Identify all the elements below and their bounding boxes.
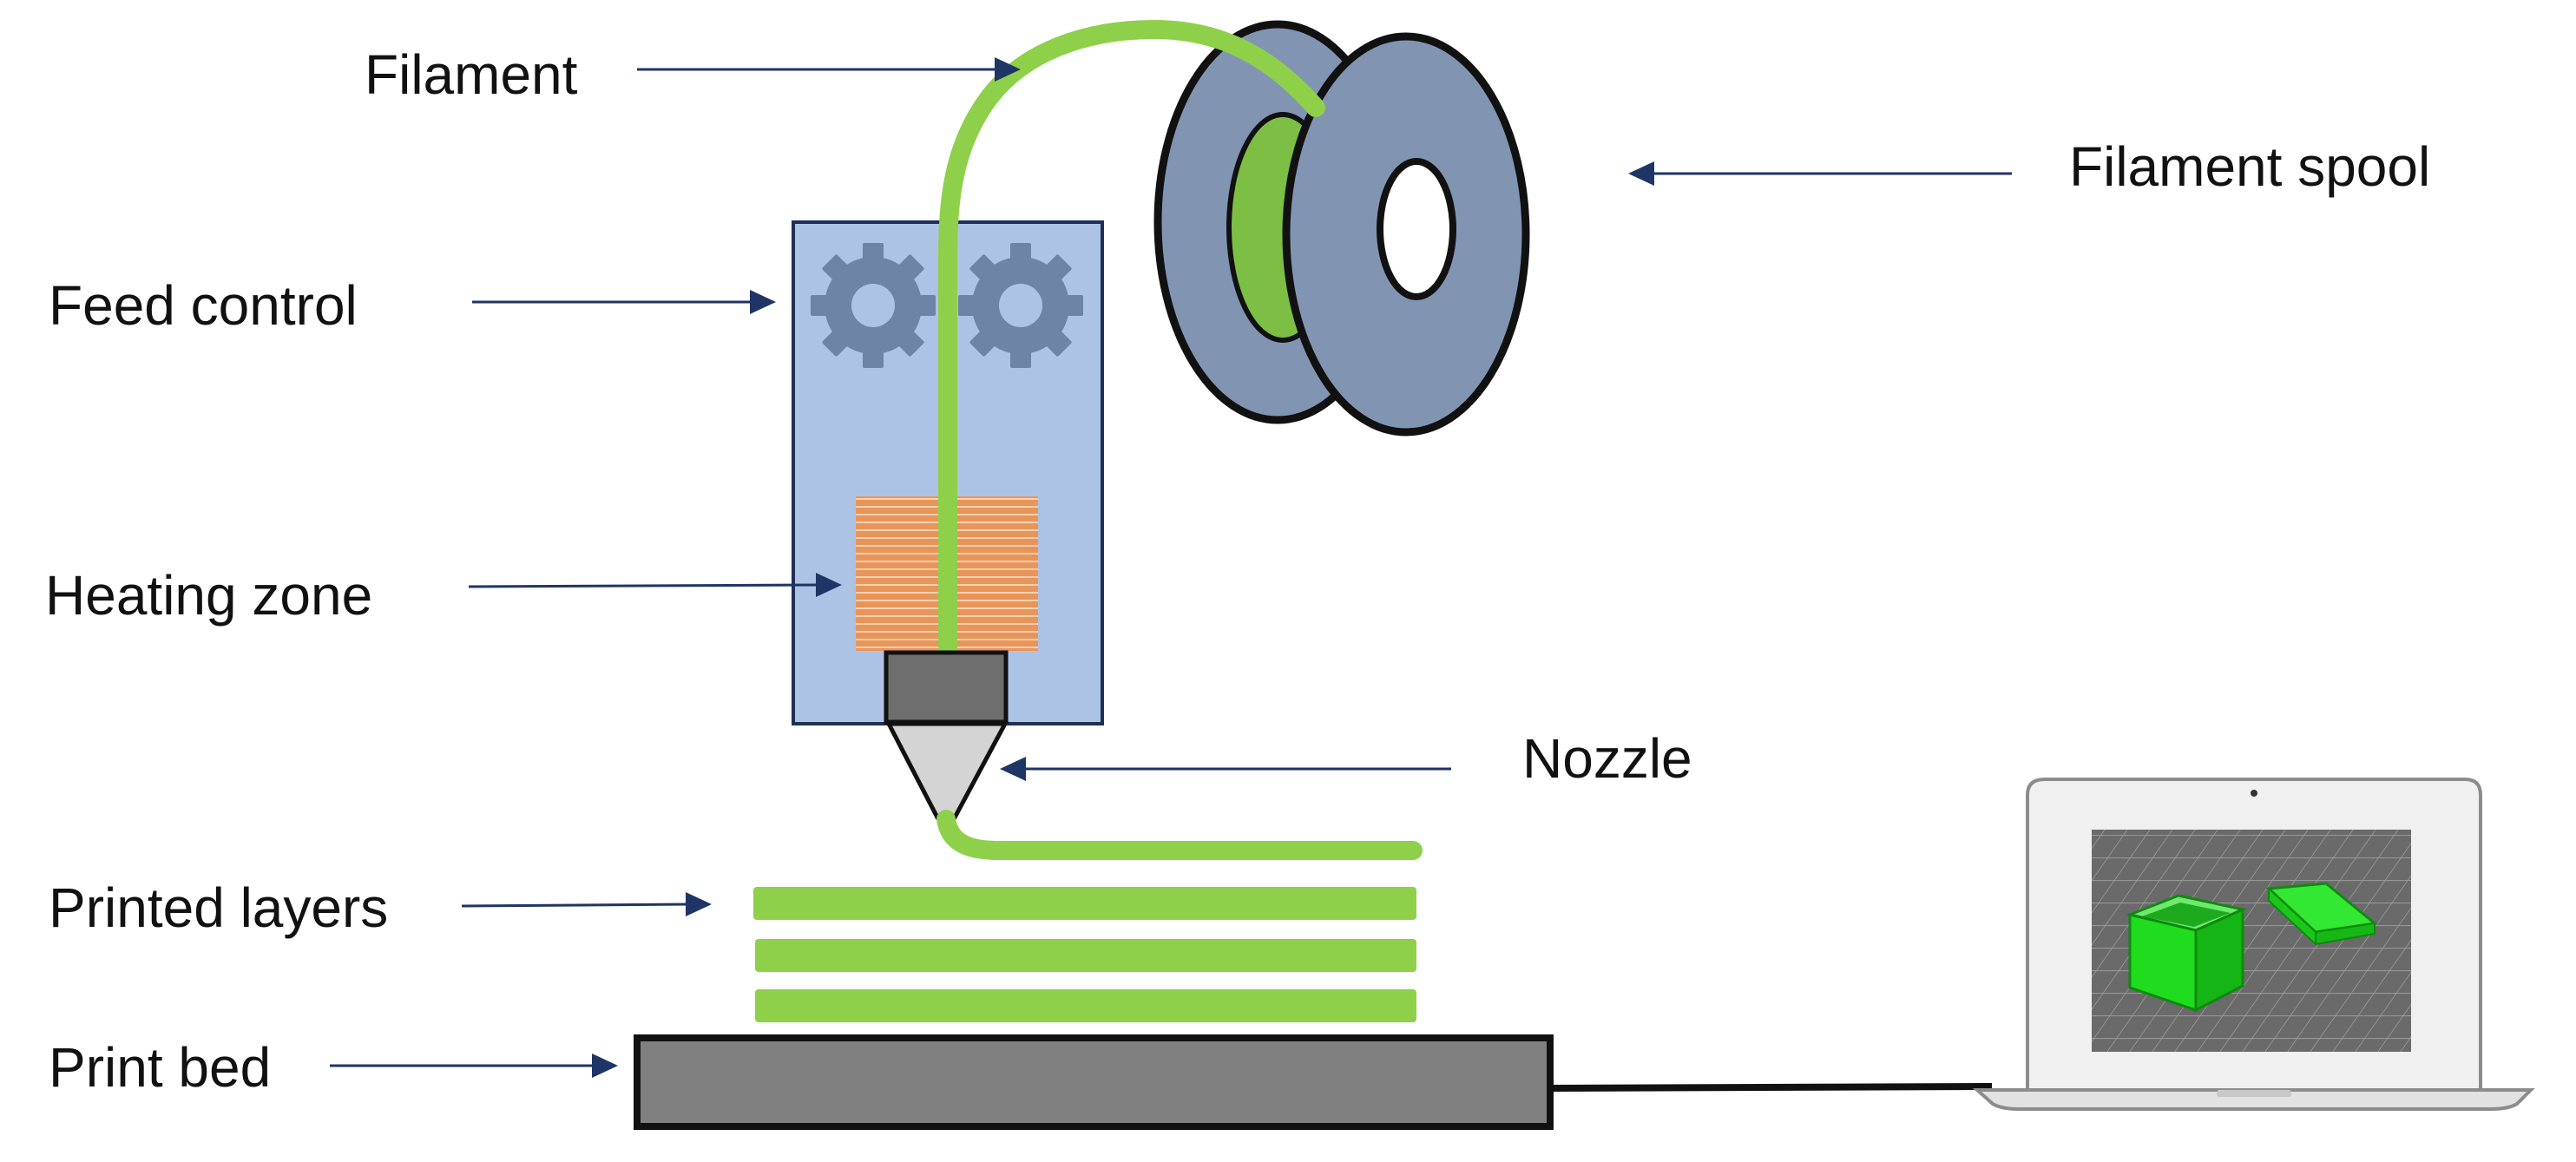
filament-spool [1153,20,1530,437]
model-box [2125,894,2247,1013]
label-feed-control: Feed control [49,274,358,337]
layer [755,939,1416,972]
webcam-icon [2251,790,2257,797]
label-heating-zone: Heating zone [45,564,372,627]
label-print-bed: Print bed [49,1036,271,1099]
laptop [1972,778,2535,1111]
label-printed-layers: Printed layers [49,876,388,939]
nozzle [884,650,1009,820]
arrow-print-bed [330,1054,618,1078]
label-nozzle: Nozzle [1522,727,1692,790]
model-lid [2265,882,2378,947]
gear-icon [811,243,936,368]
arrow-filament-spool [1628,161,2012,186]
arrow-feed-control [472,290,776,314]
feed-control-gears [811,243,1083,368]
filament-strand [938,19,1325,662]
nozzle-tip [884,721,1009,820]
laptop-base [1972,1088,2535,1111]
gear-icon [958,243,1083,368]
arrow-filament [637,57,1021,82]
printed-layers [753,887,1416,1022]
label-filament: Filament [365,43,578,106]
spool-hole [1377,158,1456,300]
cable [1549,1083,1993,1092]
layer [753,887,1416,920]
nozzle-block [884,650,1009,725]
arrow-nozzle [1000,757,1451,781]
arrow-printed-layers [461,892,712,916]
print-bed [634,1034,1554,1130]
extruded-filament [936,810,1423,860]
layer [755,989,1416,1022]
arrow-heating-zone [468,573,842,597]
label-filament-spool: Filament spool [2069,135,2430,198]
laptop-notch [2217,1090,2291,1097]
